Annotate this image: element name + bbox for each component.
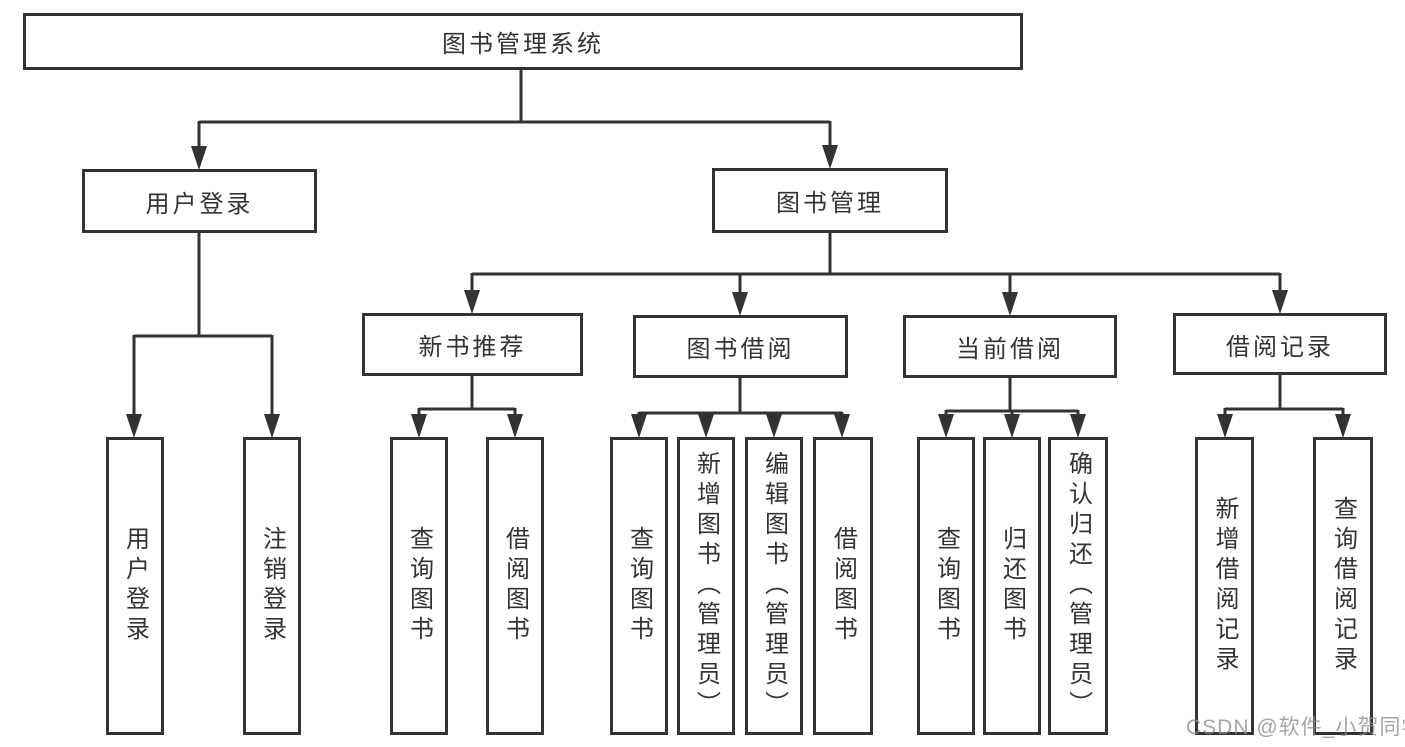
connector-borrow-record (1217, 373, 1351, 438)
connector-root (191, 69, 838, 170)
watermark: CSDN @软件_小贺同学 (1186, 716, 1405, 739)
leaf-query-borrow-record: 查询借阅记录 (1313, 437, 1373, 735)
connector-book-borrow (631, 376, 850, 438)
connector-user-login (126, 231, 280, 438)
node-root: 图书管理系统 (23, 13, 1023, 70)
leaf-logout: 注销登录 (243, 437, 301, 735)
leaf-edit-book-admin: 编辑图书（管理员） (745, 437, 803, 735)
node-new-book-recommend: 新书推荐 (362, 313, 583, 376)
leaf-query-book-2: 查询图书 (610, 437, 668, 735)
leaf-borrow-book-1: 借阅图书 (486, 437, 544, 735)
node-book-borrow: 图书借阅 (633, 315, 848, 378)
leaf-add-book-admin: 新增图书（管理员） (677, 437, 735, 735)
connector-new-book (411, 374, 523, 438)
node-borrow-record: 借阅记录 (1173, 313, 1387, 375)
leaf-return-book: 归还图书 (983, 437, 1041, 735)
node-current-borrow: 当前借阅 (903, 315, 1117, 378)
node-user-login: 用户登录 (82, 169, 317, 233)
connector-current-borrow (938, 376, 1086, 438)
leaf-confirm-return-admin: 确认归还（管理员） (1048, 437, 1108, 735)
leaf-borrow-book-2: 借阅图书 (813, 437, 873, 735)
leaf-add-borrow-record: 新增借阅记录 (1195, 437, 1254, 735)
leaf-user-login: 用户登录 (106, 437, 164, 735)
leaf-query-book-3: 查询图书 (917, 437, 975, 735)
connector-book-management (464, 231, 1288, 316)
node-book-management: 图书管理 (712, 168, 948, 233)
leaf-query-book-1: 查询图书 (390, 437, 448, 735)
